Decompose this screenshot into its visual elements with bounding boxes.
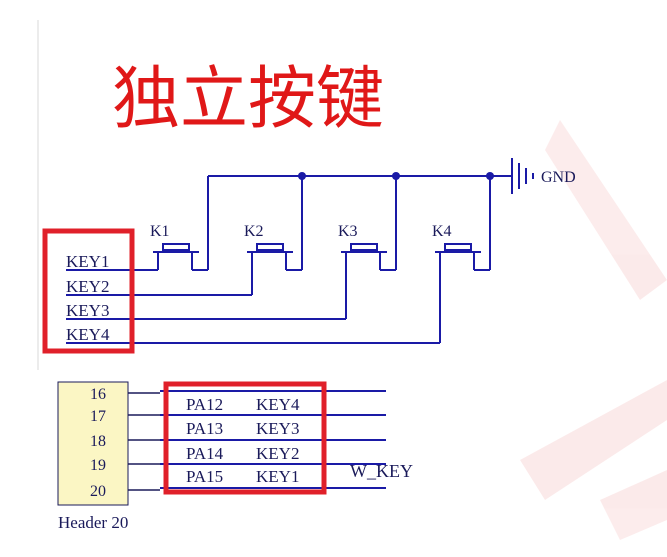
pin-number: 16 bbox=[90, 386, 106, 403]
port-label: PA12 bbox=[186, 395, 223, 414]
highlight-box-keys bbox=[42, 228, 135, 354]
gnd-bus bbox=[207, 175, 512, 270]
key-net-label: KEY2 bbox=[66, 277, 109, 296]
switch-group: K1 K2 K3 K4 bbox=[150, 223, 490, 271]
pin-number: 20 bbox=[90, 483, 106, 500]
key-net-label: KEY2 bbox=[256, 444, 299, 463]
junction-dots bbox=[298, 172, 494, 180]
watermark bbox=[520, 120, 667, 540]
switch-k4: K4 bbox=[432, 223, 490, 271]
key-wires bbox=[66, 269, 441, 344]
pin-number: 18 bbox=[90, 433, 106, 450]
switch-k2: K2 bbox=[244, 223, 302, 271]
bus-label: W_KEY bbox=[350, 461, 413, 481]
switch-label: K3 bbox=[338, 223, 358, 240]
switch-k3: K3 bbox=[338, 223, 396, 271]
key-net-label: KEY1 bbox=[256, 467, 299, 486]
gnd-symbol-icon bbox=[511, 158, 534, 194]
port-label: PA15 bbox=[186, 467, 223, 486]
port-label: PA14 bbox=[186, 444, 224, 463]
key-net-label: KEY4 bbox=[256, 395, 300, 414]
switch-label: K1 bbox=[150, 223, 170, 240]
gnd-label: GND bbox=[541, 169, 576, 186]
pin-number: 17 bbox=[90, 408, 106, 425]
switch-label: K2 bbox=[244, 223, 264, 240]
key-net-label: KEY3 bbox=[256, 419, 299, 438]
port-label: PA13 bbox=[186, 419, 223, 438]
key-net-label: KEY1 bbox=[66, 252, 109, 271]
header-name: Header 20 bbox=[58, 513, 128, 532]
key-net-label: KEY4 bbox=[66, 325, 110, 344]
switch-k1: K1 bbox=[150, 223, 208, 271]
key-net-label: KEY3 bbox=[66, 301, 109, 320]
diagram-title: 独立按键 bbox=[112, 60, 384, 139]
header-connector bbox=[57, 381, 129, 506]
switch-label: K4 bbox=[432, 223, 452, 240]
highlight-box-ports bbox=[163, 381, 327, 495]
pin-number: 19 bbox=[90, 457, 106, 474]
